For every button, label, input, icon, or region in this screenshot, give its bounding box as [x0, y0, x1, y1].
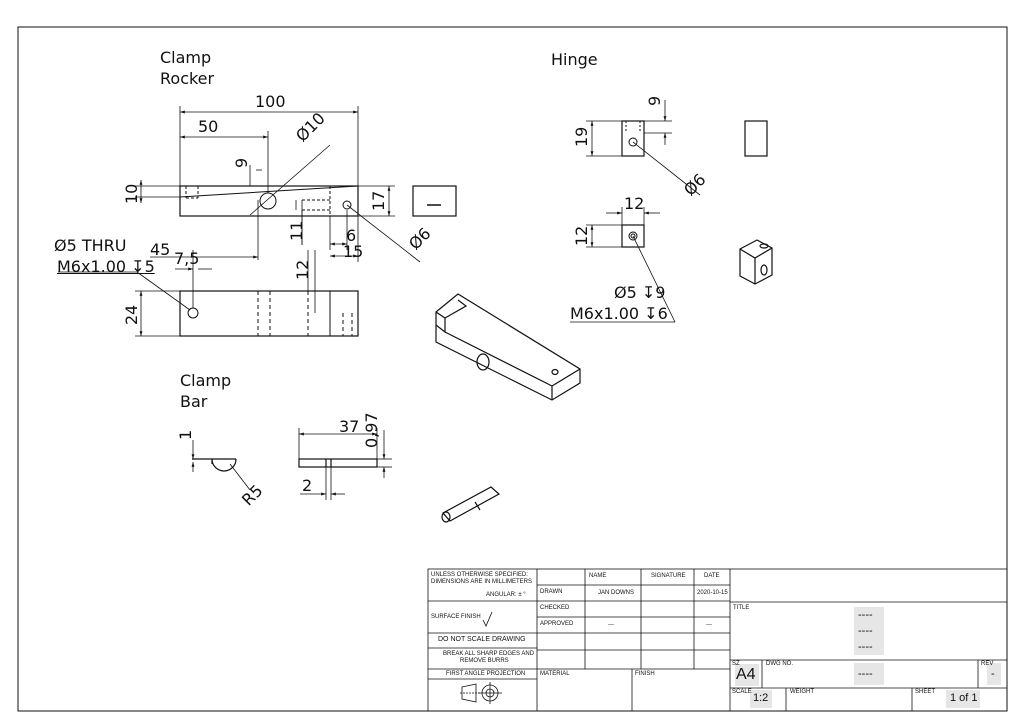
clamp-rocker-isometric-view [435, 293, 581, 401]
clamp-rocker-front-view [179, 185, 359, 217]
title-value-1: ---- [858, 609, 873, 621]
general-note-2: DIMENSIONS ARE IN MILLIMETERS [431, 579, 533, 585]
dim-45: 45 [150, 240, 171, 259]
clamp-rocker-side-view [412, 185, 457, 217]
dim-12-rocker: 12 [293, 259, 312, 280]
clamp-bar-side-view [298, 458, 378, 468]
clamp-rocker-top-view [179, 290, 359, 337]
row-checked: CHECKED [540, 605, 570, 611]
scale-label: SCALE [732, 689, 752, 695]
general-note-1: UNLESS OTHERWISE SPECIFIED: [431, 572, 528, 578]
dim-7-5: 7,5 [174, 249, 200, 268]
dim-24: 24 [122, 304, 141, 325]
approved-date: --- [706, 622, 712, 628]
finish-label: FINISH [635, 671, 655, 677]
rev-highlight [987, 663, 1001, 685]
thru-hole-callout: Ø5 THRU [54, 236, 127, 255]
clamp-bar-end-view [192, 458, 237, 472]
hinge-title: Hinge [551, 50, 598, 69]
dim-10: 10 [122, 183, 141, 204]
size-label: SZ [732, 661, 740, 667]
title-value-3: ---- [858, 641, 873, 653]
title-value-2: ---- [858, 625, 873, 637]
dwg-no-value: ---- [858, 668, 873, 680]
hinge-dim-12-h: 12 [572, 225, 591, 246]
dwg-no-label: DWG NO. [766, 661, 793, 667]
material-label: MATERIAL [540, 671, 570, 677]
sheet-value: 1 of 1 [950, 692, 978, 704]
col-name: NAME [589, 573, 607, 579]
clamp-bar-title-2: Bar [180, 392, 208, 411]
dim-15: 15 [343, 242, 364, 261]
bar-dim-1: 1 [176, 429, 195, 440]
hinge-hole-depth: Ø5 ↧9 [614, 283, 666, 302]
row-approved: APPROVED [540, 621, 574, 627]
hinge-thread: M6x1.00 ↧6 [570, 304, 668, 323]
drawn-name: JAN DOWNS [598, 590, 634, 596]
bar-dim-0-97: 0,97 [362, 412, 381, 448]
hinge-dim-12-w: 12 [624, 194, 645, 213]
dim-11: 11 [287, 220, 306, 241]
sheet-label: SHEET [915, 689, 936, 695]
clamp-bar-isometric-view [441, 486, 501, 523]
surface-finish-label: SURFACE FINISH [431, 614, 481, 620]
do-not-scale: DO NOT SCALE DRAWING [438, 636, 526, 643]
bar-dim-2: 2 [302, 476, 313, 495]
title-block-lines [427, 568, 1008, 712]
col-signature: SIGNATURE [651, 573, 686, 579]
title-label: TITLE [733, 605, 750, 611]
dim-100: 100 [255, 92, 286, 111]
hinge-dim-19: 19 [572, 126, 591, 147]
surface-finish-symbol [482, 611, 493, 627]
size-value: A4 [736, 666, 756, 683]
weight-label: WEIGHT [790, 689, 814, 695]
hinge-side-view [744, 120, 768, 157]
scale-value: 1:2 [753, 692, 769, 704]
dim-50: 50 [198, 117, 219, 136]
clamp-rocker-title-2: Rocker [160, 69, 215, 88]
projection-label: FIRST ANGLE PROJECTION [446, 671, 526, 677]
break-edges-2: REMOVE BURRS [460, 658, 509, 664]
title-value-highlight [854, 607, 884, 655]
approved-name: --- [608, 622, 614, 628]
thread-callout: M6x1.00 ↧5 [57, 257, 155, 276]
hinge-dim-9: 9 [645, 95, 664, 106]
scale-highlight [750, 690, 772, 708]
first-angle-projection-symbol [460, 682, 502, 704]
break-edges-1: BREAK ALL SHARP EDGES AND [443, 651, 535, 657]
clamp-rocker-dimensions [58, 106, 421, 337]
dim-9: 9 [232, 157, 251, 168]
rev-label: REV [981, 661, 994, 667]
sheet-highlight [946, 690, 980, 708]
hinge-front-view [621, 120, 645, 157]
rev-value: - [991, 668, 995, 680]
angular-tolerance: ANGULAR: ± ° [486, 592, 526, 598]
bar-dim-37: 37 [339, 417, 360, 436]
drawn-date: 2020-10-15 [697, 590, 728, 596]
col-date: DATE [704, 573, 720, 579]
dim-6: 6 [346, 226, 357, 245]
dim-17: 17 [369, 190, 388, 211]
clamp-bar-title-1: Clamp [180, 371, 232, 390]
hinge-top-view [621, 224, 645, 248]
row-drawn: DRAWN [540, 589, 563, 595]
hinge-dimensions [570, 100, 701, 323]
hinge-isometric-view [739, 239, 773, 285]
clamp-bar-dimensions [191, 428, 392, 500]
clamp-rocker-title-1: Clamp [160, 48, 212, 67]
dwg-no-highlight [854, 663, 884, 685]
size-highlight [735, 664, 759, 686]
